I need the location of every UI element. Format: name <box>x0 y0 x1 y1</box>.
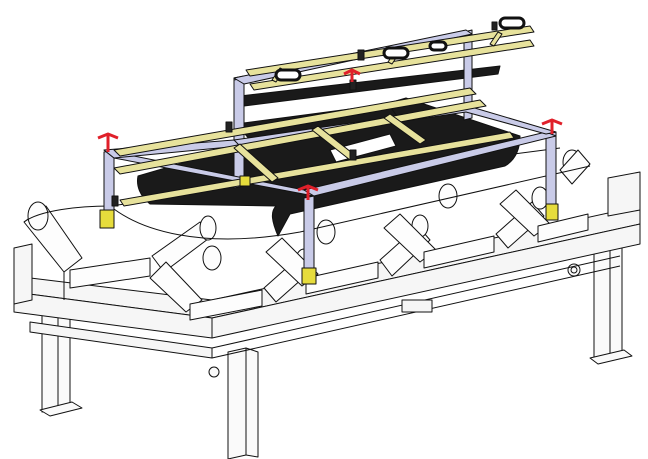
conveyor-frame <box>13 171 641 359</box>
end-bracket-left <box>13 243 33 305</box>
end-bracket-right <box>607 171 641 217</box>
support-legs <box>39 243 633 459</box>
handle-icon <box>382 46 410 60</box>
red-clamps <box>97 68 563 200</box>
jack-icon <box>545 203 559 221</box>
front-stringer-side <box>211 223 641 339</box>
slider-bar-long-1 <box>113 87 477 157</box>
support-leg-front-center <box>208 347 259 459</box>
base-jacks <box>99 175 559 285</box>
jack-icon <box>99 209 115 229</box>
mast-rail-lower <box>249 39 535 91</box>
handle-icon <box>498 16 526 30</box>
cross-bar-1 <box>233 143 279 183</box>
handle-icon <box>428 40 448 52</box>
jack-icon <box>301 267 317 285</box>
clamp-icon <box>541 118 563 134</box>
slider-bar-long-3 <box>119 131 515 207</box>
carry-handles <box>274 16 526 82</box>
cross-bar-3 <box>383 113 427 145</box>
idler-set <box>499 149 591 243</box>
clamp-icon <box>97 132 119 152</box>
idler-sets <box>23 149 591 321</box>
support-leg-right <box>567 243 633 365</box>
clamp-icon <box>297 184 319 200</box>
mast-rung-3 <box>489 31 503 47</box>
frame-right-beam <box>303 131 557 197</box>
bolt-plate <box>401 299 433 313</box>
jack-icon <box>239 175 251 187</box>
lifting-post-front-center <box>303 195 315 277</box>
lifting-post-rear-right <box>545 131 557 213</box>
clamp-icon <box>343 68 361 82</box>
handle-icon <box>274 68 302 82</box>
